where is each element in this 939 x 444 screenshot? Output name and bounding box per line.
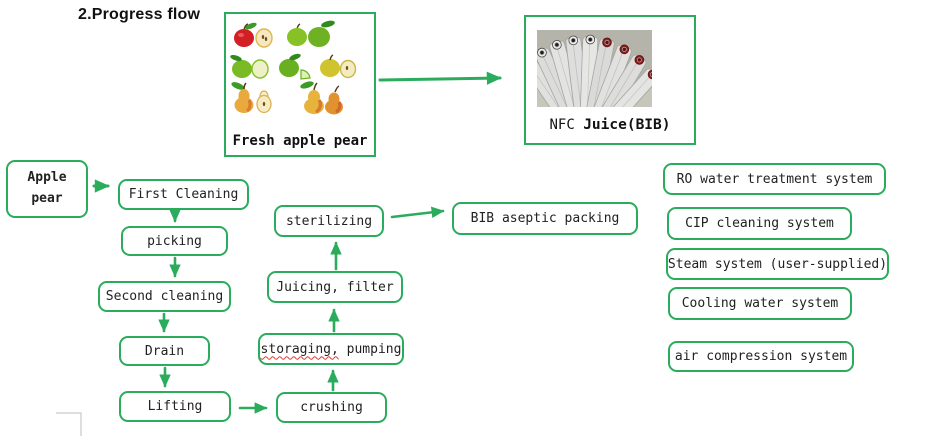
bib-packing-label: BIB aseptic packing (470, 211, 620, 226)
sterilizing-label: sterilizing (285, 213, 373, 229)
picking-label: picking (147, 233, 202, 249)
flow-box-first-cleaning: First Cleaning (118, 179, 249, 210)
pumping-label: pumping (338, 341, 402, 357)
flow-box-sterilizing: sterilizing (274, 205, 384, 237)
system-box-cip-cleaning: CIP cleaning system (667, 207, 852, 240)
apple-pear-line1: Apple (27, 170, 67, 186)
system-box-steam: Steam system (user-supplied) (666, 248, 889, 280)
crushing-label: crushing (300, 400, 363, 415)
second-cleaning-label: Second cleaning (105, 289, 224, 304)
nfc-caption-main: Juice(BIB) (583, 117, 671, 133)
flow-box-second-cleaning: Second cleaning (98, 281, 231, 312)
storaging-label: storaging, (260, 341, 339, 357)
bib-bags-photo (537, 30, 652, 107)
first-cleaning-label: First Cleaning (128, 187, 239, 202)
flow-box-crushing: crushing (276, 392, 387, 423)
nfc-image-caption: NFC Juice(BIB) (526, 117, 694, 133)
fruit-illustration (230, 20, 357, 115)
cip-cleaning-label: CIP cleaning system (685, 216, 834, 231)
apple-pear-line2: pear (31, 191, 63, 206)
textframe-corner-mark (56, 412, 82, 436)
nfc-image-box: NFC Juice(BIB) (524, 15, 696, 145)
fruit-image-caption: Fresh apple pear (232, 133, 368, 149)
system-box-cooling-water: Cooling water system (668, 287, 852, 320)
flow-box-juicing-filter: Juicing, filter (267, 271, 403, 303)
flow-box-bib-aseptic-packing: BIB aseptic packing (452, 202, 638, 235)
system-box-ro-water: RO water treatment system (663, 163, 886, 195)
system-box-air-compression: air compression system (668, 341, 854, 372)
flow-box-picking: picking (121, 226, 228, 256)
flow-box-drain: Drain (119, 336, 210, 366)
cooling-water-label: Cooling water system (681, 296, 839, 311)
fruit-image-box: Fresh apple pear (224, 12, 376, 157)
nfc-caption-prefix: NFC (549, 117, 584, 133)
steam-system-label: Steam system (user-supplied) (667, 256, 888, 272)
page-title: 2.Progress flow (78, 6, 201, 23)
air-compression-label: air compression system (674, 349, 848, 364)
ro-water-label: RO water treatment system (676, 171, 873, 187)
arrow-sterilizing-to-bib (390, 206, 445, 219)
drain-label: Drain (144, 343, 185, 359)
lifting-label: Lifting (147, 399, 203, 414)
juicing-filter-label: Juicing, filter (276, 279, 394, 295)
flow-box-lifting: Lifting (119, 391, 231, 422)
flow-box-storaging-pumping: storaging, pumping (258, 333, 404, 365)
arrow-fruit-to-nfc (378, 71, 502, 85)
flow-box-apple-pear: Apple pear (6, 160, 88, 218)
